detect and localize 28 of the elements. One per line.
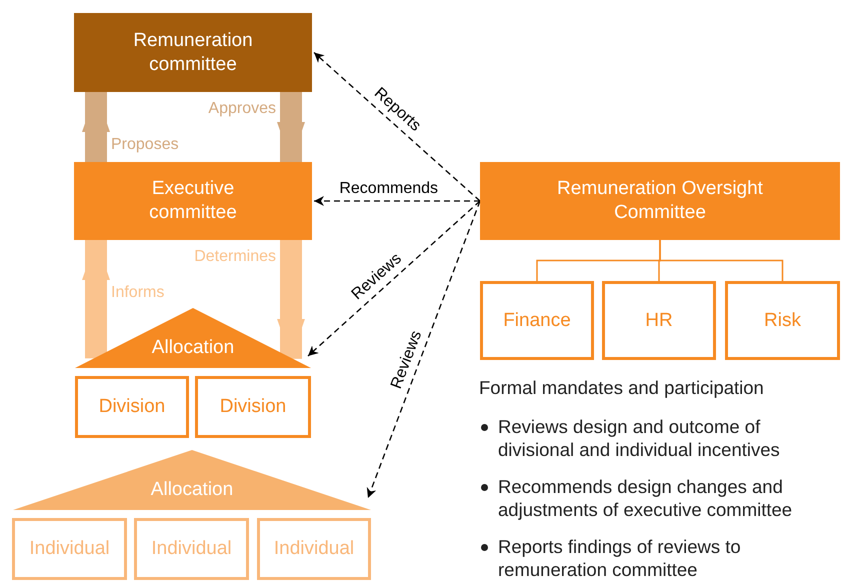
arrow	[366, 200, 481, 498]
block-arrow	[277, 240, 305, 359]
process-box: Division	[75, 376, 189, 438]
arrow	[314, 52, 480, 202]
connector-line	[659, 240, 784, 281]
process-box: Executive committee	[74, 162, 312, 240]
process-box: HR	[602, 281, 716, 360]
process-box: Individual	[257, 518, 371, 580]
block-arrow	[277, 92, 305, 162]
triangle-node: Allocation	[75, 308, 311, 368]
process-box: Remuneration Oversight Committee	[480, 162, 840, 240]
process-box: Remuneration committee	[74, 13, 312, 92]
arrow	[308, 200, 480, 356]
block-arrow	[82, 240, 110, 358]
arrow	[314, 196, 480, 206]
bullet-text: Recommends design changes and adjustments of executive committee	[498, 475, 794, 521]
block-arrow	[82, 92, 110, 162]
triangle-node: Allocation	[13, 450, 371, 510]
process-box: Risk	[725, 281, 840, 360]
process-box: Individual	[12, 518, 127, 580]
edge-label: Approves	[207, 100, 277, 118]
process-box: Individual	[134, 518, 249, 580]
edge-label: Proposes	[110, 136, 180, 154]
process-box: Finance	[480, 281, 594, 360]
list-heading: Formal mandates and participation	[479, 376, 765, 399]
bullet-text: Reviews design and outcome of divisional and individual incentives	[498, 415, 781, 461]
bullet-text: Reports findings of reviews to remuneration committee	[498, 535, 742, 581]
process-box: Division	[195, 376, 311, 438]
